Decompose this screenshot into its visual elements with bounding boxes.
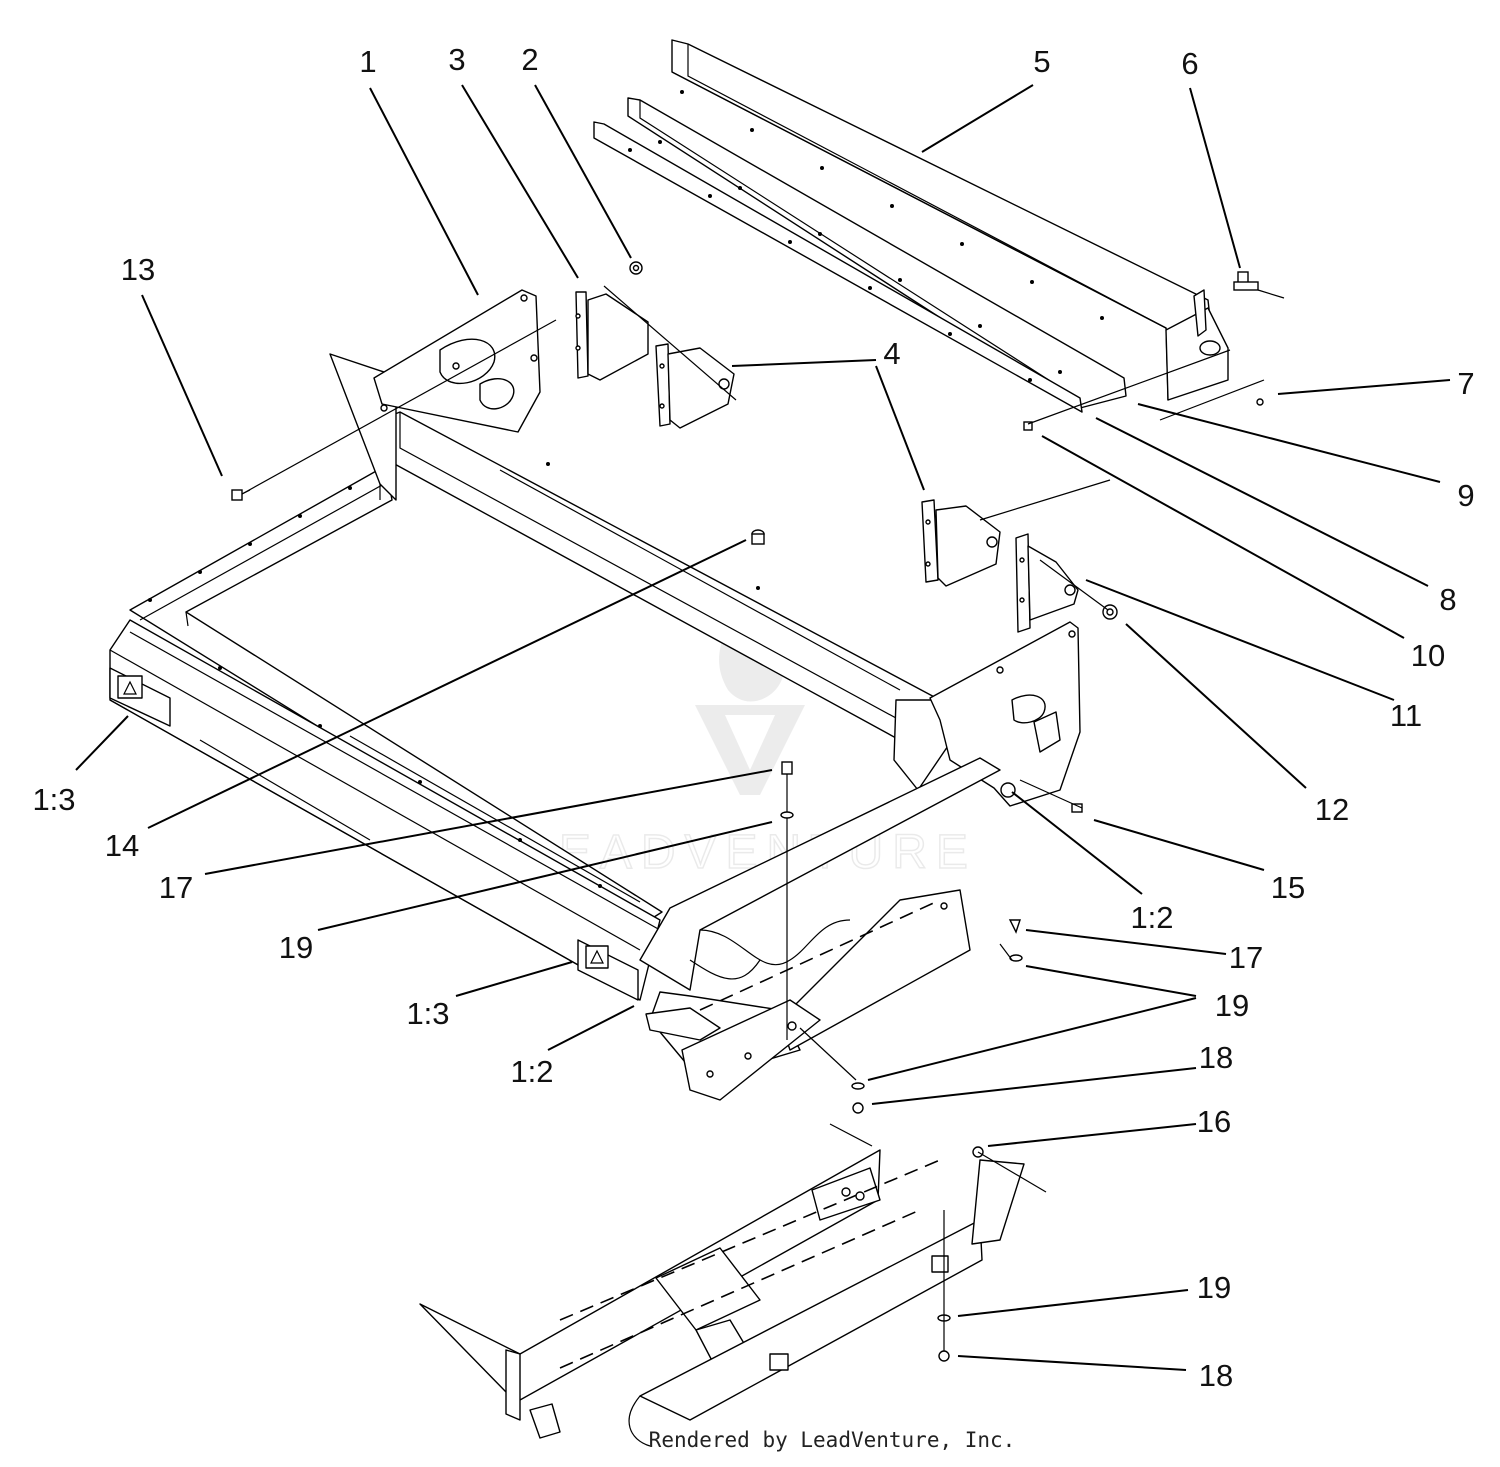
washer-19a [780, 811, 794, 819]
bracket-11 [1015, 533, 1079, 633]
nut-12 [1102, 604, 1118, 620]
screw-10 [1023, 421, 1033, 431]
bottom-frame [419, 1149, 1025, 1447]
right-side-plate [929, 621, 1081, 807]
callout-12: 12 [1315, 792, 1349, 827]
hardware [231, 261, 1264, 1362]
washer-19d [937, 1210, 951, 1352]
bolt-14 [751, 529, 765, 545]
callout-17-upper: 17 [159, 870, 193, 905]
cross-tube [379, 411, 953, 791]
bracket-3 [575, 291, 649, 381]
rear-rail-5 [671, 39, 1229, 401]
callout-7: 7 [1457, 366, 1474, 401]
nut-18a [852, 1102, 864, 1114]
callout-14: 14 [105, 828, 139, 863]
render-credit-text: Rendered by LeadVenture, Inc. [648, 1428, 1016, 1452]
callout-labels: 1 3 2 5 6 13 4 7 9 8 10 11 12 1:3 14 17 … [32, 42, 1474, 1393]
callout-15: 15 [1271, 870, 1305, 905]
rail-8 [627, 97, 1127, 409]
callout-8: 8 [1439, 582, 1456, 617]
callout-3: 3 [448, 42, 465, 77]
callout-1-3-upper: 1:3 [32, 782, 75, 817]
callout-2: 2 [521, 42, 538, 77]
callout-1: 1 [359, 44, 376, 79]
bolt-17a [781, 761, 793, 1040]
nut-18b [938, 1350, 950, 1362]
callout-11: 11 [1390, 698, 1422, 733]
bracket-4-right [921, 499, 1001, 587]
leader-lines [75, 84, 1451, 1371]
rail-holes [628, 90, 1104, 382]
callout-6: 6 [1181, 46, 1198, 81]
callout-4: 4 [883, 336, 900, 371]
callout-19-right: 19 [1215, 988, 1249, 1023]
callout-1-2-right: 1:2 [1130, 900, 1173, 935]
callout-19-lower: 19 [1197, 1270, 1231, 1305]
nut-2 [629, 261, 643, 275]
bolt-6 [1233, 271, 1259, 291]
callout-18-upper: 18 [1199, 1040, 1233, 1075]
callout-19-upper: 19 [279, 930, 313, 965]
callout-18-lower: 18 [1199, 1358, 1233, 1393]
callout-1-2-lower: 1:2 [510, 1054, 553, 1089]
callout-16: 16 [1197, 1104, 1231, 1139]
callout-17-right: 17 [1229, 940, 1263, 975]
callout-1-3-lower: 1:3 [406, 996, 449, 1031]
deck-holes [148, 462, 760, 888]
callout-13: 13 [121, 252, 155, 287]
bracket-4-left [655, 343, 735, 429]
screw-7 [1256, 398, 1264, 406]
washer-19c [851, 1082, 865, 1090]
render-credit: Rendered by LeadVenture, Inc. [0, 1428, 1500, 1452]
callout-5: 5 [1033, 44, 1050, 79]
watermark-v-icon [695, 705, 805, 795]
bolt-17b [1008, 919, 1021, 934]
side-channel [639, 757, 1001, 1101]
warning-decal-1 [117, 675, 143, 699]
callout-10: 10 [1411, 638, 1445, 673]
callout-9: 9 [1457, 478, 1474, 513]
warning-decal-2 [585, 945, 609, 969]
